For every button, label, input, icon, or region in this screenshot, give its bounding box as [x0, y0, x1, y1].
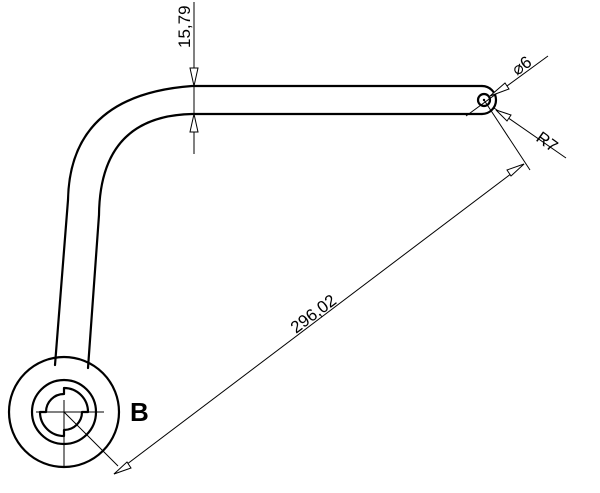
hole-diameter-text: ⌀6 [508, 52, 535, 79]
arm-outer-edge [53, 84, 484, 367]
length-arrow-end [506, 163, 525, 177]
length-arrow-start [113, 461, 132, 475]
length-extension-line [483, 99, 531, 171]
hub-leader-line [63, 411, 119, 467]
thickness-dimension-text: 15,79 [175, 5, 194, 48]
arm-inner-edge [86, 112, 484, 370]
length-dimension-text: 296,02 [287, 291, 340, 337]
tip-hole [476, 92, 492, 108]
thickness-arrow-top [189, 67, 199, 87]
radius-arrow [495, 109, 512, 122]
length-dimension-line [113, 163, 525, 475]
hole-arrow [489, 82, 510, 97]
thickness-arrow-bottom [189, 113, 199, 133]
detail-label-b: B [130, 397, 149, 427]
arm-tip-radius [480, 84, 498, 116]
hub-outer-circle [7, 355, 121, 469]
